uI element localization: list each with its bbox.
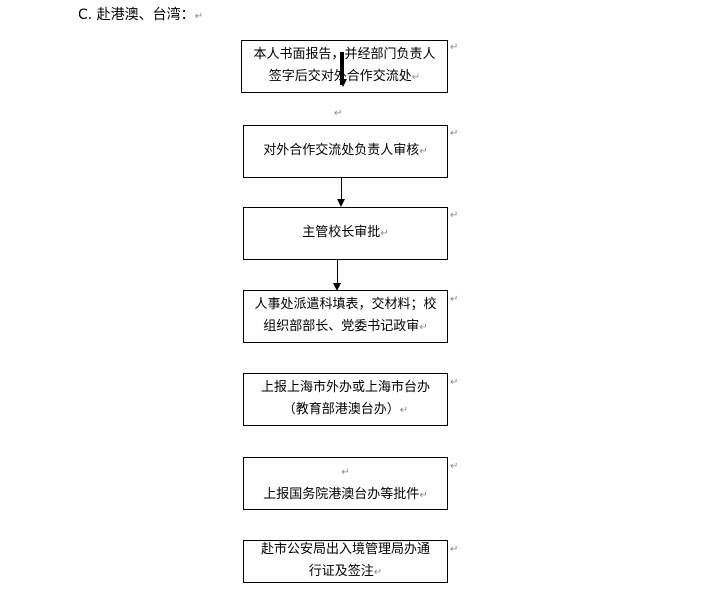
- flow-step-4: 人事处派遣科填表，交材料；校组织部部长、党委书记政审↵: [243, 290, 448, 343]
- flow-step-7: 赴市公安局出入境管理局办通行证及签注↵: [243, 540, 448, 583]
- flow-arrow: [333, 260, 341, 291]
- flow-arrow: [337, 178, 345, 207]
- paragraph-mark: ↵: [450, 128, 459, 139]
- paragraph-mark: ↵: [334, 108, 343, 119]
- paragraph-mark: ↵: [450, 461, 459, 472]
- paragraph-mark: ↵: [450, 544, 459, 555]
- paragraph-mark: ↵: [450, 210, 459, 221]
- flow-step-3: 主管校长审批↵: [243, 207, 448, 260]
- paragraph-mark: ↵: [450, 377, 459, 388]
- section-heading: C. 赴港澳、台湾：↵: [78, 7, 204, 23]
- flow-step-6: ↵上报国务院港澳台办等批件↵: [243, 457, 448, 510]
- flow-arrow: [339, 52, 347, 87]
- flow-step-2: 对外合作交流处负责人审核↵: [243, 125, 448, 178]
- paragraph-mark: ↵: [450, 42, 459, 53]
- paragraph-mark: ↵: [450, 294, 459, 305]
- flow-step-5: 上报上海市外办或上海市台办（教育部港澳台办）↵: [243, 373, 448, 426]
